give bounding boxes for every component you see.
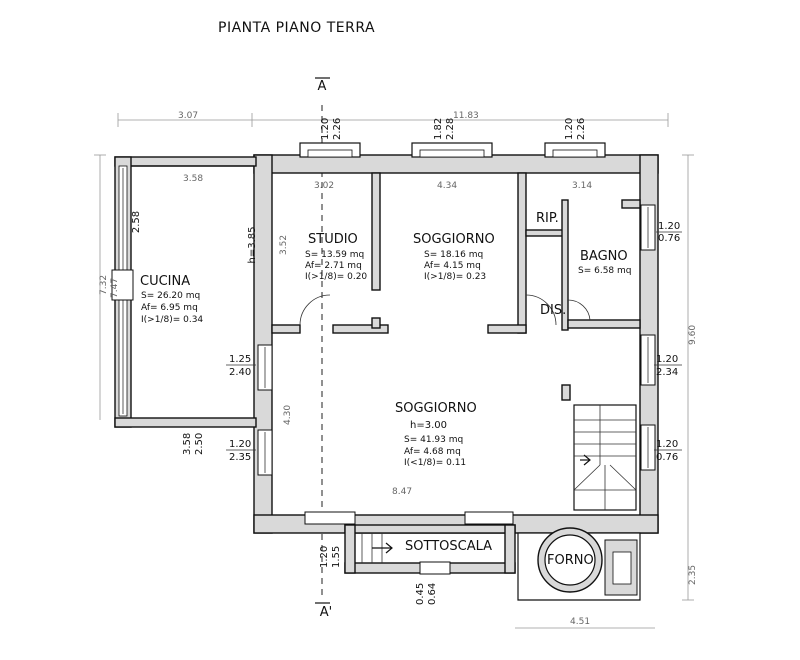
window-right-lower-height: 0.76 <box>656 452 678 463</box>
dim-top-left: 3.07 <box>178 111 198 121</box>
room-name-cucina: CUCINA <box>140 274 190 289</box>
window-left-lower-width: 1.20 <box>229 439 251 450</box>
section-label-top: A <box>318 79 327 94</box>
window-soggiorno-width: 1.82 <box>433 118 444 140</box>
soggiorno-main-index: I(<1/8)= 0.11 <box>404 458 466 468</box>
dim-cucina-top: 3.58 <box>183 174 203 184</box>
top-windows <box>299 142 606 158</box>
studio-index: I(>1/8)= 0.20 <box>305 272 367 282</box>
dimension-lines <box>94 113 694 629</box>
studio-af: Af= 2.71 mq <box>305 261 362 271</box>
cucina-height: h=3.85 <box>247 227 258 264</box>
window-right-lower-width: 1.20 <box>656 439 678 450</box>
window-left-lower-height: 2.35 <box>229 452 251 463</box>
dim-main-width: 8.47 <box>392 487 412 497</box>
window-left-upper-height: 2.40 <box>229 367 251 378</box>
window-studio-width: 1.20 <box>320 118 331 140</box>
room-name-rip: RIP. <box>536 211 559 226</box>
dim-right-total: 9.60 <box>688 325 698 345</box>
dim-rip-inner: 3.14 <box>572 181 592 191</box>
window-soggiorno-height: 2.28 <box>445 118 456 140</box>
dim-studio-inner: 3.02 <box>314 181 334 191</box>
door-bottom-width: 1.20 <box>319 546 330 568</box>
soggiorno-top-area: S= 18.16 mq <box>424 250 483 260</box>
soggiorno-top-index: I(>1/8)= 0.23 <box>424 272 486 282</box>
window-rip-height: 2.26 <box>576 118 587 140</box>
page-title: PIANTA PIANO TERRA <box>218 20 376 36</box>
dim-studio-depth: 3.52 <box>279 235 289 255</box>
room-name-sottoscala: SOTTOSCALA <box>405 539 492 554</box>
dim-cucina-inner: 7.47 <box>110 278 120 298</box>
bagno-area: S= 6.58 mq <box>578 266 632 276</box>
door-swings <box>299 294 591 326</box>
interior-walls <box>257 172 656 476</box>
labels: A A' CUCINA S= 26.20 mq Af= 6.95 mq I(>1… <box>99 79 698 627</box>
window-rip-width: 1.20 <box>564 118 575 140</box>
room-name-forno: FORNO <box>547 553 594 568</box>
window-bagno-height: 0.76 <box>658 233 680 244</box>
cucina-window-height: 2.58 <box>131 211 142 233</box>
bottom-openings <box>304 511 514 525</box>
section-label-bottom: A' <box>320 605 332 620</box>
dim-cucina-depth: 7.32 <box>99 275 109 295</box>
dim-main-depth: 4.30 <box>283 405 293 425</box>
cucina-af: Af= 6.95 mq <box>141 303 198 313</box>
sottoscala-window-height: 0.64 <box>427 583 438 605</box>
dim-bottom: 4.51 <box>570 617 590 627</box>
room-name-soggiorno-main: SOGGIORNO <box>395 401 477 416</box>
kitchen-annex <box>111 156 257 428</box>
studio-area: S= 13.59 mq <box>305 250 364 260</box>
dim-bottom-right: 2.35 <box>688 565 698 585</box>
window-studio-height: 2.26 <box>332 118 343 140</box>
soggiorno-main-height: h=3.00 <box>410 420 447 431</box>
sottoscala-block <box>344 524 516 575</box>
soggiorno-top-af: Af= 4.15 mq <box>424 261 481 271</box>
window-bagno-width: 1.20 <box>658 221 680 232</box>
room-name-bagno: BAGNO <box>580 249 628 264</box>
window-right-mid-height: 2.34 <box>656 367 678 378</box>
soggiorno-main-af: Af= 4.68 mq <box>404 447 461 457</box>
window-left-upper-width: 1.25 <box>229 354 251 365</box>
window-cucina-width: 3.58 <box>182 433 193 455</box>
forno-block <box>517 527 641 601</box>
staircase <box>573 404 637 511</box>
window-cucina-height: 2.50 <box>194 433 205 455</box>
cucina-index: I(>1/8)= 0.34 <box>141 315 203 325</box>
room-name-dis: DIS. <box>540 303 566 318</box>
dim-top-right: 11.83 <box>453 111 479 121</box>
window-right-mid-width: 1.20 <box>656 354 678 365</box>
cucina-area: S= 26.20 mq <box>141 291 200 301</box>
dim-soggiorno-inner: 4.34 <box>437 181 457 191</box>
room-name-studio: STUDIO <box>308 232 358 247</box>
soggiorno-main-area: S= 41.93 mq <box>404 435 463 445</box>
door-bottom-height: 1.55 <box>331 546 342 568</box>
sottoscala-window-width: 0.45 <box>415 583 426 605</box>
room-name-soggiorno-top: SOGGIORNO <box>413 232 495 247</box>
